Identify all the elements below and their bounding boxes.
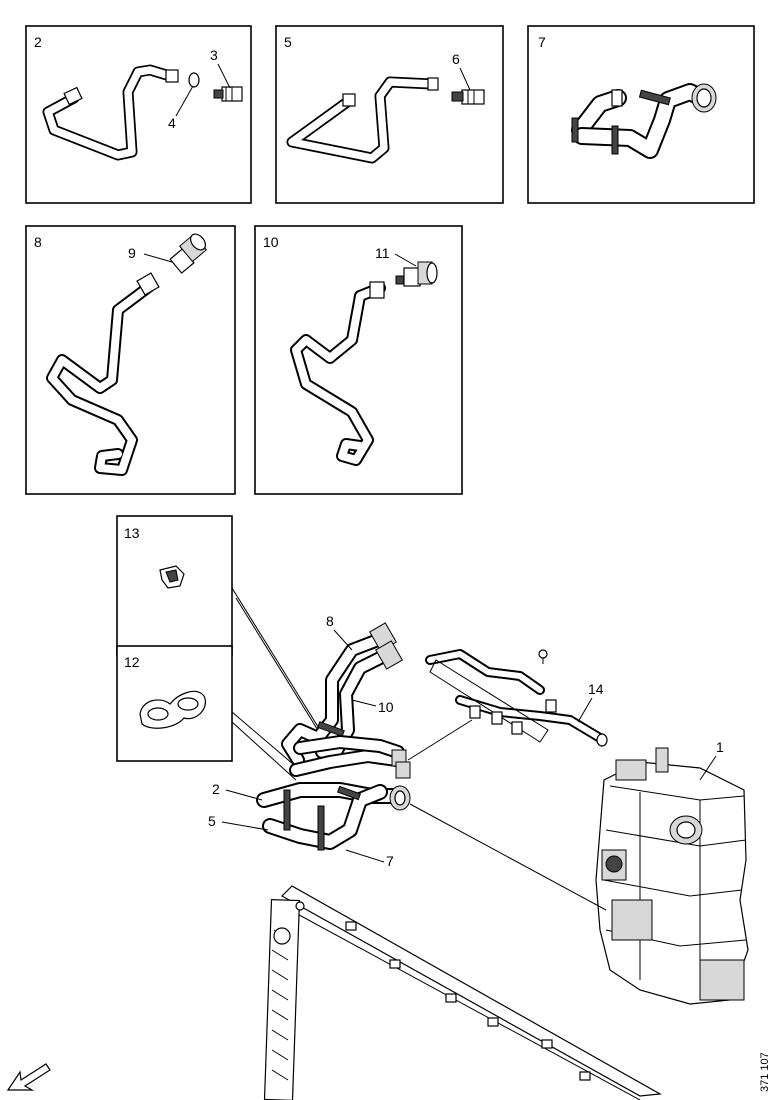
callout-4: 4 <box>168 115 176 131</box>
callout-8-main: 8 <box>326 613 334 629</box>
detail-box-10: 10 11 <box>254 225 463 495</box>
arrow-down-left-icon <box>6 1063 51 1091</box>
clip-13 <box>159 565 185 589</box>
assembly-hose-2-5-7 <box>256 735 411 851</box>
callout-10-box: 10 <box>263 234 279 250</box>
callout-14: 14 <box>588 681 604 697</box>
callout-11: 11 <box>375 245 390 261</box>
clamp-12 <box>139 690 206 729</box>
callout-7-box: 7 <box>538 34 546 50</box>
coolant-tank-1 <box>595 747 749 1005</box>
callout-7-main: 7 <box>386 853 394 869</box>
detail-box-12: 12 <box>116 645 233 762</box>
callout-5-main: 5 <box>208 813 216 829</box>
assembly-hose-8-10 <box>281 622 403 767</box>
callout-5-box: 5 <box>284 34 292 50</box>
connector-3 <box>213 86 243 102</box>
callout-3: 3 <box>210 47 218 63</box>
callout-10-main: 10 <box>378 699 394 715</box>
hose-5 <box>286 76 439 164</box>
detail-box-8: 8 9 <box>25 225 236 495</box>
o-ring-4 <box>188 72 200 88</box>
radiator-frame <box>263 885 662 1100</box>
callout-1: 1 <box>716 739 724 755</box>
detail-box-2: 2 3 4 <box>25 25 252 204</box>
callout-2-box: 2 <box>34 34 42 50</box>
main-assembly <box>256 622 749 1100</box>
callout-6: 6 <box>452 51 460 67</box>
callout-13: 13 <box>124 525 140 541</box>
detail-box-5: 5 6 <box>275 25 504 204</box>
callout-12: 12 <box>124 654 140 670</box>
hose-7 <box>571 83 717 159</box>
detail-box-7: 7 <box>527 25 755 204</box>
assembly-pipe-14 <box>425 649 608 747</box>
detail-box-13: 13 <box>116 515 233 656</box>
connector-6 <box>451 89 485 105</box>
callout-8-box: 8 <box>34 234 42 250</box>
callout-9: 9 <box>128 245 136 261</box>
hose-8 <box>46 272 160 476</box>
hose-10 <box>290 281 386 466</box>
callout-2-main: 2 <box>212 781 220 797</box>
connector-11 <box>395 261 438 287</box>
reference-code: 371 107 <box>759 1052 771 1092</box>
hose-2 <box>42 64 179 161</box>
connector-9 <box>169 233 208 274</box>
